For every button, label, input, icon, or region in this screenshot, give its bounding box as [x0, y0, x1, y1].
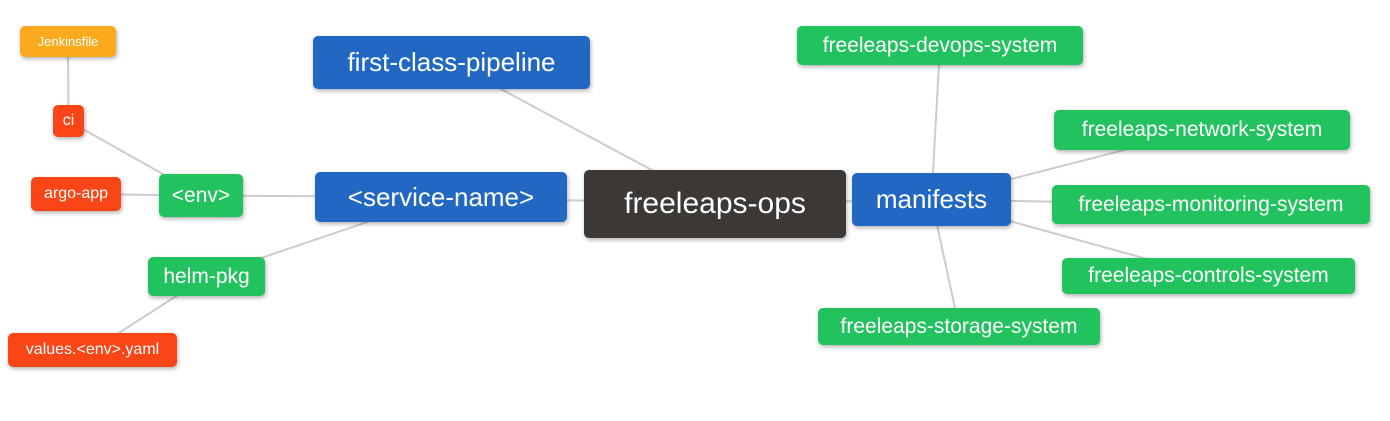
mindmap-node-label: freeleaps-network-system: [1081, 118, 1323, 141]
mindmap-node-label: freeleaps-ops: [624, 186, 806, 220]
mindmap-node-argo-app[interactable]: argo-app: [31, 177, 121, 211]
mindmap-node-service-name[interactable]: <service-name>: [315, 172, 567, 222]
mindmap-node-freeleaps-network-system[interactable]: freeleaps-network-system: [1054, 110, 1350, 150]
mindmap-node-label: values.<env>.yaml: [25, 340, 160, 358]
mindmap-node-label: freeleaps-controls-system: [1088, 264, 1329, 287]
mindmap-node-helm-pkg[interactable]: helm-pkg: [148, 257, 265, 296]
mindmap-node-jenkinsfile[interactable]: Jenkinsfile: [20, 26, 116, 57]
mindmap-node-first-class-pipeline[interactable]: first-class-pipeline: [313, 36, 590, 89]
mindmap-node-label: manifests: [875, 184, 988, 214]
mindmap-node-values-env-yaml[interactable]: values.<env>.yaml: [8, 333, 177, 367]
mindmap-node-label: freeleaps-storage-system: [840, 314, 1078, 338]
mindmap-node-freeleaps-ops[interactable]: freeleaps-ops: [584, 170, 846, 238]
mindmap-node-ci[interactable]: ci: [53, 105, 84, 137]
mindmap-node-label: helm-pkg: [163, 264, 250, 288]
mindmap-node-label: freeleaps-monitoring-system: [1078, 192, 1344, 216]
mindmap-node-freeleaps-monitoring-system[interactable]: freeleaps-monitoring-system: [1052, 185, 1370, 224]
mindmap-node-label: Jenkinsfile: [37, 33, 99, 49]
mindmap-node-freeleaps-storage-system[interactable]: freeleaps-storage-system: [818, 308, 1100, 345]
mindmap-node-env[interactable]: <env>: [159, 174, 243, 217]
mindmap-node-label: <env>: [171, 183, 231, 207]
mindmap-node-label: first-class-pipeline: [347, 47, 556, 77]
mindmap-node-freeleaps-controls-system[interactable]: freeleaps-controls-system: [1062, 258, 1355, 294]
mindmap-node-label: ci: [62, 111, 75, 129]
mindmap-node-label: argo-app: [43, 184, 109, 202]
mindmap-node-manifests[interactable]: manifests: [852, 173, 1011, 226]
mindmap-node-label: <service-name>: [347, 181, 535, 212]
mindmap-node-label: freeleaps-devops-system: [822, 33, 1058, 57]
mindmap-node-freeleaps-devops-system[interactable]: freeleaps-devops-system: [797, 26, 1083, 65]
